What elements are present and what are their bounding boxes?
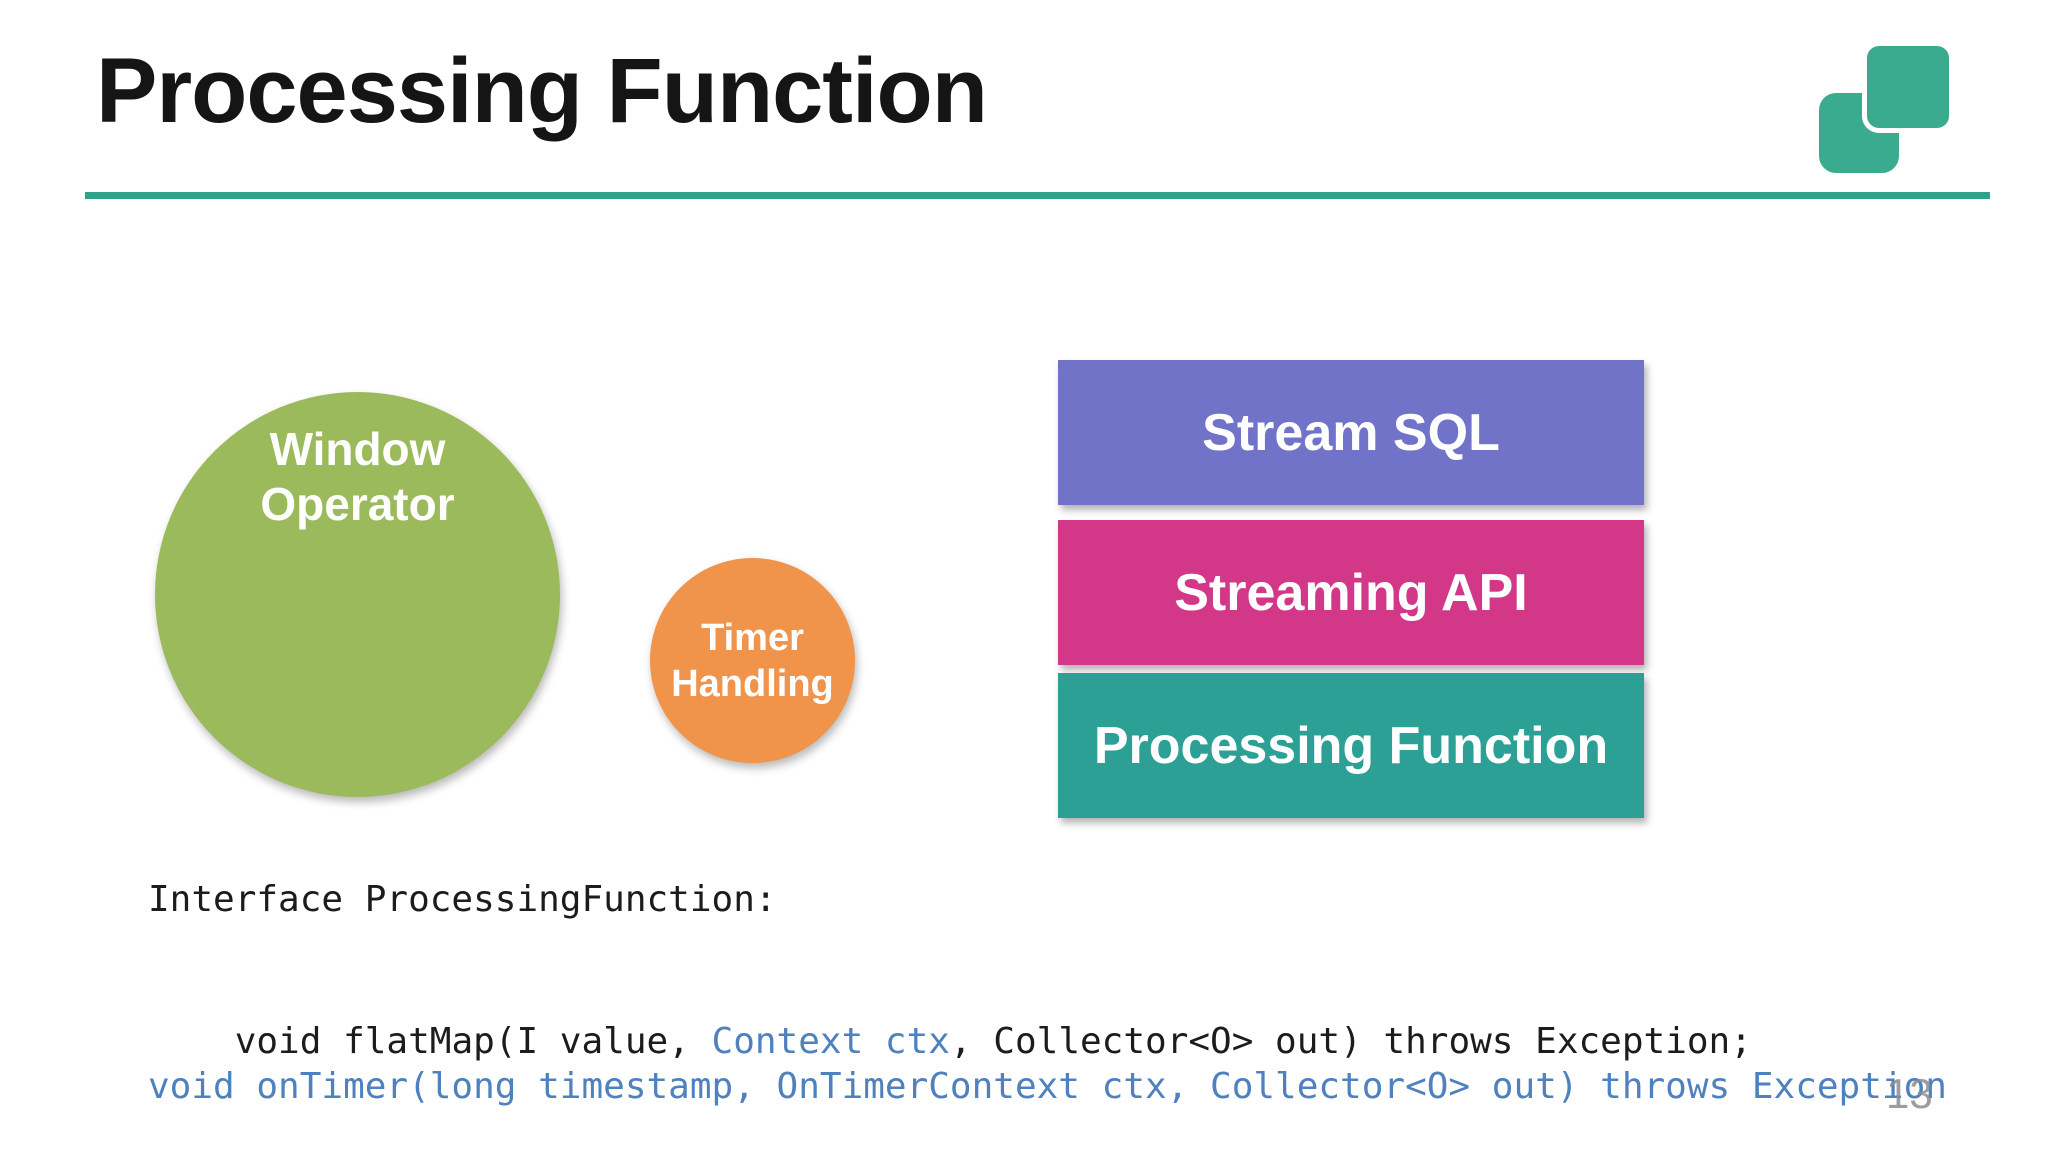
timer-handling-label: Timer Handling [671, 615, 834, 707]
page-number: 13 [1886, 1070, 1933, 1117]
code-flatmap-segment-context: Context ctx [711, 1021, 950, 1062]
code-line-interface: Interface ProcessingFunction: [148, 879, 777, 920]
code-flatmap-segment-1: void flatMap(I value, [234, 1021, 712, 1062]
code-line-ontimer: void onTimer(long timestamp, OnTimerCont… [148, 1066, 1947, 1107]
timer-handling-label-line1: Timer [701, 616, 804, 659]
window-operator-circle: Window Operator [155, 392, 560, 797]
timer-handling-label-line2: Handling [671, 662, 834, 705]
window-operator-label-line1: Window [269, 423, 446, 475]
stack-item-processing-function-label: Processing Function [1093, 716, 1609, 775]
stack-item-processing-function: Processing Function [1058, 673, 1644, 818]
page-title: Processing Function [96, 40, 988, 142]
stack-item-streaming-api: Streaming API [1058, 520, 1644, 665]
app-logo-icon [1810, 30, 1970, 190]
code-flatmap-segment-3: , Collector<O> out) throws Exception; [949, 1021, 1752, 1062]
window-operator-label: Window Operator [155, 422, 560, 532]
stack-item-stream-sql-label: Stream SQL [1202, 403, 1500, 462]
code-line-flatmap: void flatMap(I value, Context ctx, Colle… [148, 976, 1752, 1108]
timer-handling-circle: Timer Handling [650, 558, 855, 763]
stack-item-stream-sql: Stream SQL [1058, 360, 1644, 505]
stack-item-streaming-api-label: Streaming API [1174, 563, 1528, 622]
window-operator-label-line2: Operator [260, 478, 455, 530]
title-underline [85, 192, 1990, 199]
logo-square-front [1862, 41, 1954, 133]
